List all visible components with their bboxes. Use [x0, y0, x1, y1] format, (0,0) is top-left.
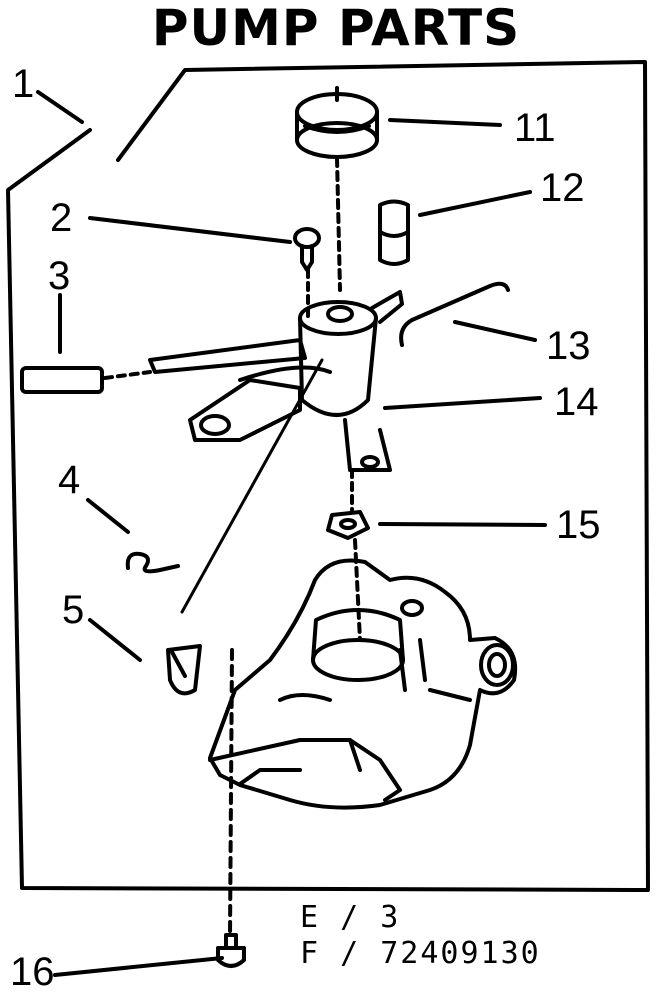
leader-13 [453, 320, 537, 342]
footer-line-1: E / 3 [300, 900, 401, 935]
leader-4 [86, 498, 130, 534]
leader-15 [378, 522, 547, 527]
leader-16 [53, 956, 224, 977]
callout-2: 2 [50, 196, 73, 240]
pump-body-part [208, 558, 518, 810]
housing-part [148, 290, 404, 472]
callout-11: 11 [514, 106, 556, 150]
clip-part [125, 551, 180, 574]
footer-line-2: F / 72409130 [300, 936, 541, 971]
callout-14: 14 [554, 380, 599, 424]
bolt-part [216, 933, 246, 968]
callout-3: 3 [48, 254, 71, 298]
key-part [20, 366, 104, 394]
leader-5 [88, 618, 142, 662]
callout-13: 13 [546, 324, 591, 368]
washer-part [326, 510, 370, 540]
bushing-part [378, 199, 410, 266]
leader-2 [88, 216, 292, 244]
screw-part [293, 227, 321, 272]
callout-4: 4 [58, 458, 81, 502]
pulley-part [295, 86, 379, 159]
leader-11 [388, 118, 502, 127]
leader-1 [36, 90, 84, 124]
seal-part [166, 644, 202, 696]
callout-16: 16 [10, 950, 55, 994]
leader-12 [418, 190, 532, 217]
callout-5: 5 [62, 588, 85, 632]
callout-12: 12 [540, 166, 585, 210]
callout-15: 15 [556, 503, 601, 547]
pulley-shaft-line [335, 156, 342, 292]
leader-14 [383, 396, 542, 410]
callout-1: 1 [12, 62, 35, 106]
assembly-frame [6, 60, 650, 892]
diagram-title: PUMP PARTS [151, 0, 521, 57]
link-rod-part [399, 281, 510, 347]
